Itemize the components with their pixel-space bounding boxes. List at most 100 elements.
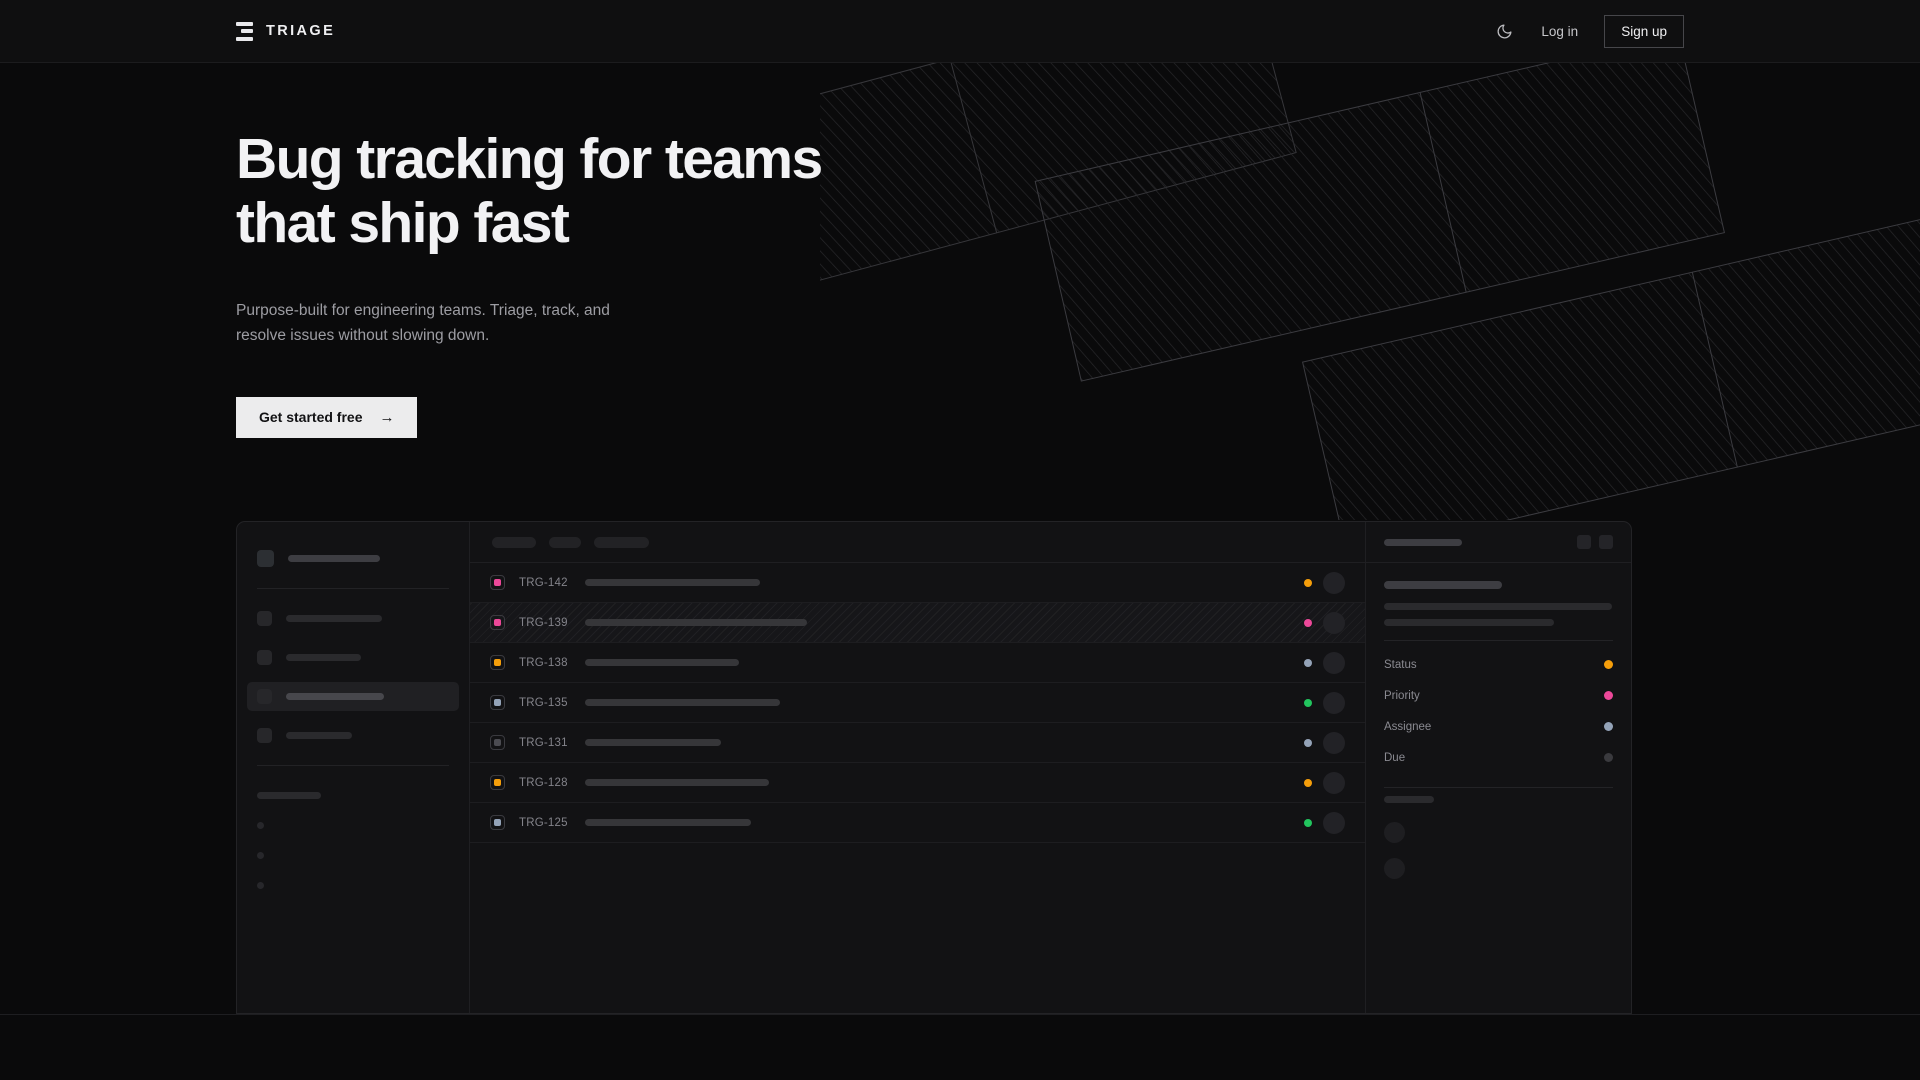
page-title: Bug tracking for teams that ship fast [236,127,823,255]
avatar [1323,731,1345,754]
status-badge [1304,778,1312,787]
sidebar-item-2[interactable] [247,682,459,711]
brand-name: TRIAGE [266,23,336,39]
meta-label: Priority [1384,689,1420,702]
issue-title-placeholder [585,619,807,626]
filter-pill-1[interactable] [549,536,581,548]
meta-row-due[interactable]: Due [1384,742,1613,773]
issue-id: TRG-131 [519,736,568,749]
workspace-name-placeholder [288,555,380,562]
table-row[interactable]: TRG-131 [470,723,1365,763]
sidebar-item-label-placeholder [286,693,384,700]
activity-item-0 [1384,817,1613,847]
table-row[interactable]: TRG-138 [470,643,1365,683]
sidebar-item-icon [257,650,272,665]
page-bottom-divider [0,1014,1920,1015]
issue-id: TRG-139 [519,616,568,629]
status-badge [1304,578,1312,587]
filter-pill-0[interactable] [492,536,536,548]
table-row[interactable]: TRG-142 [470,563,1365,603]
sidebar-item-0[interactable] [247,604,459,633]
sidebar-sub-dot-icon [257,851,264,859]
detail-panel-header [1366,522,1631,563]
issue-id: TRG-135 [519,696,568,709]
issue-id: TRG-142 [519,576,568,589]
hero-section: Bug tracking for teams that ship fast Pu… [0,127,1920,438]
priority-badge [490,615,505,630]
meta-label: Due [1384,751,1406,764]
table-row[interactable]: TRG-139 [470,603,1365,643]
issue-row-meta [1304,811,1345,834]
meta-row-assignee[interactable]: Assignee [1384,711,1613,742]
table-row[interactable]: TRG-135 [470,683,1365,723]
issue-row-meta [1304,691,1345,714]
issue-title-placeholder [585,819,751,826]
avatar [1384,857,1405,879]
moon-icon[interactable] [1493,20,1515,42]
sidebar-item-1[interactable] [247,643,459,672]
sidebar-sub-item-0[interactable] [257,810,449,840]
meta-row-priority[interactable]: Priority [1384,680,1613,711]
detail-action-button-0[interactable] [1577,535,1591,549]
table-row[interactable]: TRG-125 [470,803,1365,843]
detail-issue-title [1384,581,1502,589]
get-started-button[interactable]: Get started free → [236,396,418,438]
cta-label: Get started free [259,409,363,426]
issue-title-placeholder [585,579,760,586]
status-badge [1304,738,1312,747]
signup-button[interactable]: Sign up [1604,14,1684,48]
detail-description-line-0 [1384,603,1612,610]
issue-row-meta [1304,771,1345,794]
priority-badge [490,655,505,670]
sidebar-item-label-placeholder [286,615,382,622]
login-link[interactable]: Log in [1541,23,1579,39]
avatar [1323,651,1345,674]
list-filter-toolbar [470,522,1365,563]
avatar [1384,821,1405,843]
issue-title-placeholder [585,739,721,746]
sidebar-item-3[interactable] [247,721,459,750]
sidebar-sub-dot-icon [257,821,264,829]
triage-logo-icon [236,21,253,41]
issue-row-meta [1304,731,1345,754]
sidebar-section-label [257,781,449,810]
detail-divider-2 [1384,787,1613,788]
sidebar-sub-item-2[interactable] [257,870,449,900]
activity-item-1 [1384,853,1613,883]
sidebar-item-label-placeholder [286,654,361,661]
detail-action-button-1[interactable] [1599,535,1613,549]
table-row[interactable]: TRG-128 [470,763,1365,803]
avatar [1323,691,1345,714]
meta-value-dot [1604,691,1613,700]
sidebar-item-label-placeholder [286,732,352,739]
priority-badge [490,575,505,590]
detail-description [1384,603,1613,626]
sidebar-sub-item-1[interactable] [257,840,449,870]
detail-description-line-1 [1384,619,1554,626]
issue-title-placeholder [585,779,769,786]
filter-pill-2[interactable] [594,536,649,548]
detail-header-actions [1577,535,1613,549]
mockup-sidebar [237,522,470,1013]
meta-row-status[interactable]: Status [1384,649,1613,680]
issue-row-meta [1304,571,1345,594]
issue-id: TRG-125 [519,816,568,829]
top-navbar: TRIAGE Log in Sign up [0,0,1920,63]
navbar-actions: Log in Sign up [1493,14,1684,48]
avatar [1323,611,1345,634]
activity-section-label [1384,796,1434,803]
detail-title-placeholder [1384,538,1462,546]
workspace-switcher[interactable] [257,544,449,573]
sidebar-nav-list [247,604,459,750]
issue-title-placeholder [585,659,739,666]
status-badge [1304,698,1312,707]
sidebar-divider [257,588,449,589]
brand-logo[interactable]: TRIAGE [236,21,336,41]
priority-badge [490,735,505,750]
